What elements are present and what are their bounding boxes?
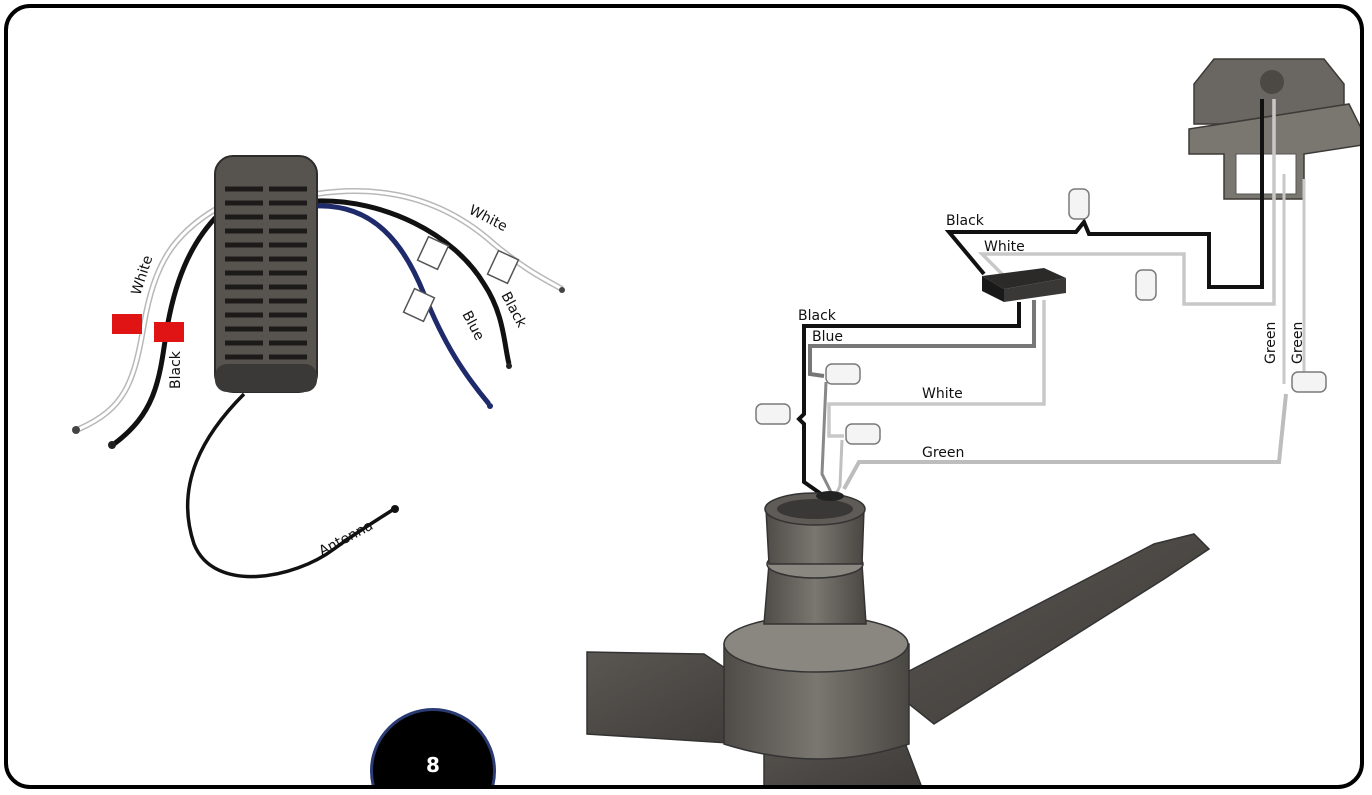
black-wire-right bbox=[315, 198, 512, 365]
label-white-mid: White bbox=[922, 386, 963, 402]
wire-nut-1 bbox=[416, 235, 450, 271]
label-white-top: White bbox=[984, 239, 1025, 255]
wire-nut-black bbox=[1068, 188, 1090, 220]
label-black-left: Black bbox=[168, 350, 184, 389]
wire-nut-black-motor bbox=[755, 403, 791, 425]
fan-wiring-illustration: Black White Black Blue White Green Green… bbox=[586, 58, 1360, 785]
label-green-vertical-1: Green bbox=[1263, 322, 1279, 364]
label-green-vertical-2: Green bbox=[1290, 322, 1306, 364]
receiver-bottom-cap bbox=[215, 364, 317, 392]
white-supply-wire bbox=[977, 99, 1276, 306]
wire-nut-blue bbox=[825, 363, 861, 385]
label-blue: Blue bbox=[458, 308, 487, 343]
wiring-diagram: White Black White Black Blue Antenna bbox=[72, 58, 1360, 785]
green-ground-wire bbox=[842, 393, 1288, 490]
wire-nut-2 bbox=[486, 249, 520, 285]
fan-blade-right bbox=[882, 533, 1211, 725]
antenna-wire bbox=[185, 392, 395, 579]
black-motor-wire bbox=[796, 302, 1021, 498]
wire-nut-green bbox=[1291, 371, 1327, 393]
blue-motor-wire bbox=[808, 300, 1036, 378]
white-motor-wire-down bbox=[834, 439, 844, 495]
receiver-vent-slots bbox=[225, 186, 307, 360]
label-green-bottom: Green bbox=[922, 445, 964, 461]
label-antenna: Antenna bbox=[316, 518, 376, 560]
receiver-illustration: White Black White Black Blue Antenna bbox=[72, 155, 565, 579]
wire-nuts bbox=[755, 188, 1327, 445]
mounting-bracket bbox=[1188, 58, 1360, 200]
blue-wire bbox=[315, 203, 491, 406]
wire-nut-3 bbox=[402, 287, 436, 323]
wire-end-black-left bbox=[108, 441, 116, 449]
page-number: 8 bbox=[426, 753, 440, 777]
red-tape-white-wire bbox=[112, 314, 142, 334]
label-black-top: Black bbox=[946, 213, 985, 229]
wire-nut-white-motor bbox=[845, 423, 881, 445]
antenna-tip bbox=[391, 505, 399, 513]
receiver-box-top bbox=[982, 268, 1066, 289]
wire-nut-white bbox=[1135, 269, 1157, 301]
label-black-mid: Black bbox=[798, 308, 837, 324]
blue-motor-wire-down bbox=[820, 381, 834, 495]
wire-end-white-left bbox=[72, 426, 80, 434]
label-blue-mid: Blue bbox=[812, 329, 843, 345]
fan-motor-housing bbox=[723, 491, 910, 760]
white-motor-wire bbox=[827, 300, 1046, 438]
red-tape-black-wire bbox=[154, 322, 184, 342]
diagram-frame: White Black White Black Blue Antenna bbox=[4, 4, 1364, 789]
black-supply-wire bbox=[944, 99, 1264, 289]
